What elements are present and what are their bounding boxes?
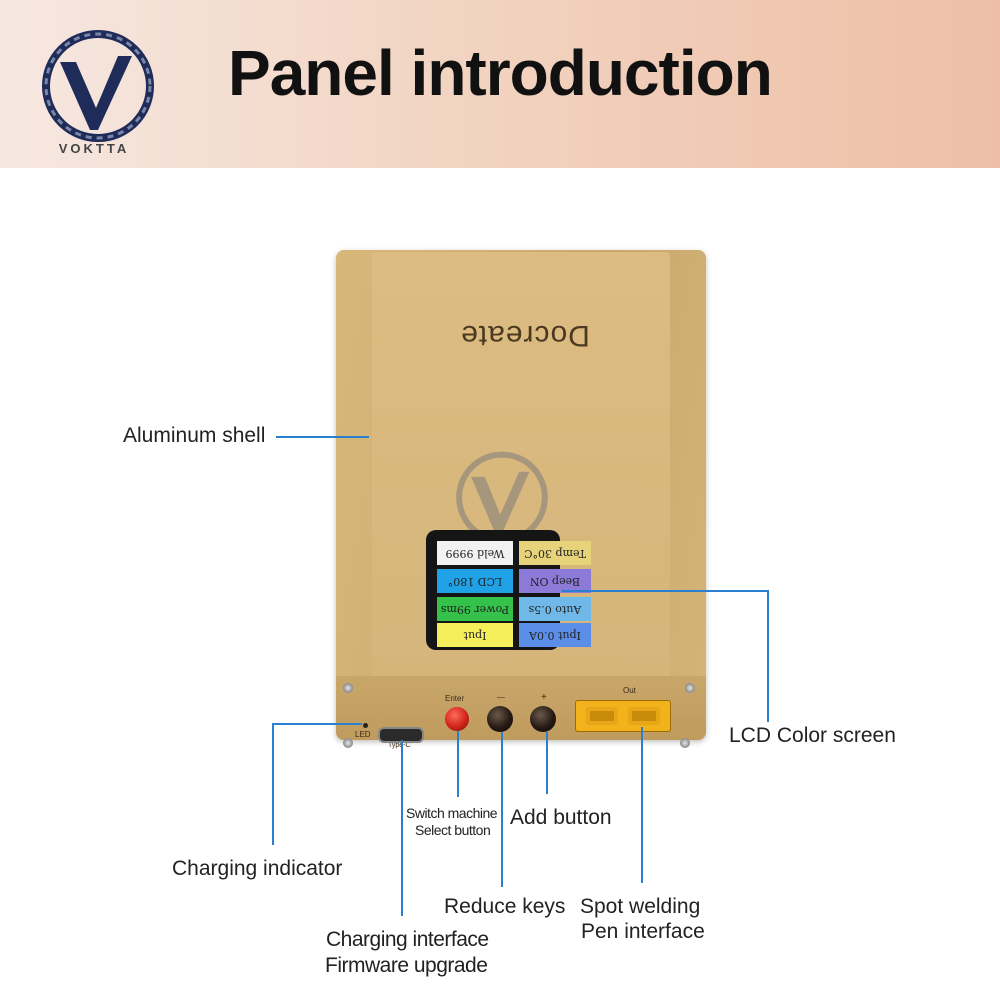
callout-line bbox=[641, 727, 643, 883]
screen-tile-lcd: LCD 180° bbox=[437, 569, 513, 593]
screen-tile-auto: Auto 0.5s bbox=[519, 597, 591, 621]
callout-line bbox=[501, 732, 503, 887]
callout-switch-machine-line1: Switch machine bbox=[406, 805, 498, 821]
minus-label: — bbox=[497, 693, 505, 702]
callout-line bbox=[272, 723, 274, 845]
voktta-logo-icon bbox=[42, 30, 154, 142]
led-label: LED bbox=[355, 730, 371, 739]
callout-line bbox=[272, 723, 362, 725]
callout-aluminum-shell: Aluminum shell bbox=[123, 424, 266, 447]
enter-button[interactable] bbox=[445, 707, 469, 731]
plus-label: + bbox=[541, 692, 547, 703]
screen-tile-beep: Beep ON bbox=[519, 569, 591, 593]
callout-line bbox=[767, 590, 769, 722]
screw-icon bbox=[680, 738, 690, 748]
out-label: Out bbox=[623, 686, 636, 695]
callout-spot-welding-line1: Spot welding bbox=[580, 895, 701, 918]
screw-icon bbox=[343, 738, 353, 748]
minus-button[interactable] bbox=[487, 706, 513, 732]
xt60-socket-right bbox=[628, 707, 660, 725]
callout-reduce-keys: Reduce keys bbox=[444, 895, 566, 918]
screen-tile-iput-left: Iput bbox=[437, 623, 513, 647]
device-brand-name: Docreate bbox=[460, 319, 590, 352]
screen-tile-iput-right: Iput 0.0A bbox=[519, 623, 591, 647]
callout-add-button: Add button bbox=[510, 806, 612, 829]
plus-button[interactable] bbox=[530, 706, 556, 732]
enter-label: Enter bbox=[445, 694, 465, 703]
callout-line bbox=[546, 732, 548, 794]
callout-line bbox=[276, 436, 369, 438]
callout-charging-interface-line1: Charging interface bbox=[326, 928, 489, 951]
xt60-socket-left bbox=[586, 707, 618, 725]
brand-wordmark: VOKTTA bbox=[58, 141, 130, 156]
page-title: Panel introduction bbox=[228, 37, 773, 109]
callout-line bbox=[562, 590, 768, 592]
callout-line bbox=[401, 740, 403, 916]
screw-icon bbox=[685, 683, 695, 693]
header-banner bbox=[0, 0, 1000, 168]
screen-tile-temp: Temp 30°C bbox=[519, 541, 591, 565]
callout-spot-welding-line2: Pen interface bbox=[581, 920, 705, 943]
callout-lcd-color-screen: LCD Color screen bbox=[729, 724, 896, 747]
charging-led bbox=[363, 723, 368, 728]
screen-tile-weld: Weld 9999 bbox=[437, 541, 513, 565]
typec-label: Type-C bbox=[388, 742, 411, 749]
callout-switch-machine-line2: Select button bbox=[415, 822, 491, 838]
screen-tile-power: Power 99ms bbox=[437, 597, 513, 621]
callout-charging-interface-line2: Firmware upgrade bbox=[325, 954, 488, 977]
screw-icon bbox=[343, 683, 353, 693]
callout-charging-indicator: Charging indicator bbox=[172, 857, 343, 880]
callout-line bbox=[457, 731, 459, 797]
xt60-output-port[interactable] bbox=[575, 700, 671, 732]
